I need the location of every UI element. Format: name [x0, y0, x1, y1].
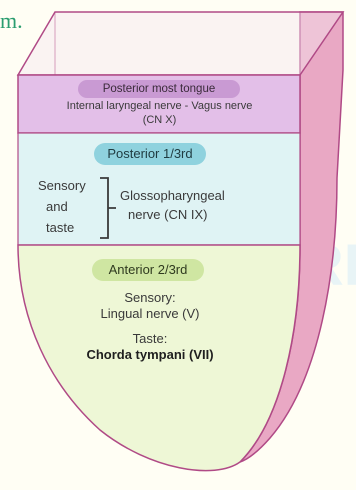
posterior-third-modality-line3: taste	[46, 220, 96, 235]
posterior-third-title: Posterior 1/3rd	[94, 143, 206, 165]
posterior-third-modality-line1: Sensory	[38, 178, 94, 193]
posterior-third-nerve-line1: Glossopharyngeal	[120, 188, 270, 203]
anterior-taste-nerve: Chorda tympani (VII)	[50, 347, 250, 362]
anterior-taste-label: Taste:	[60, 331, 240, 346]
posterior-most-nerve-line2: (CN X)	[22, 114, 297, 126]
anterior-title: Anterior 2/3rd	[92, 259, 204, 281]
caption-fragment: m.	[0, 8, 23, 34]
posterior-most-nerve-line1: Internal laryngeal nerve - Vagus nerve	[22, 100, 297, 112]
posterior-third-modality-line2: and	[46, 199, 96, 214]
posterior-most-title: Posterior most tongue	[78, 80, 240, 98]
anterior-sensory-label: Sensory:	[60, 290, 240, 305]
posterior-third-nerve-line2: nerve (CN IX)	[128, 207, 278, 222]
anterior-sensory-nerve: Lingual nerve (V)	[60, 306, 240, 321]
tongue-top-face	[18, 12, 343, 75]
